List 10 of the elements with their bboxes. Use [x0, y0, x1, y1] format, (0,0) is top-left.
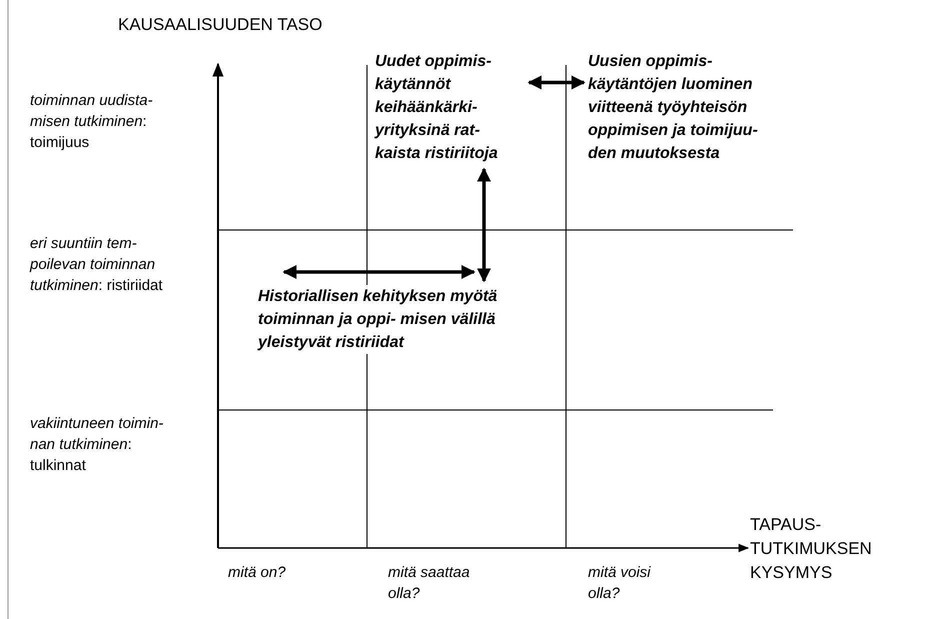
double-arrow: [528, 76, 586, 90]
column-label: mitä voisi olla?: [588, 563, 652, 604]
axis-title: KAUSAALISUUDEN TASO: [118, 14, 324, 35]
row-label: eri suuntiin tem- poilevan toiminnan tutkiminen: ristiriidat: [30, 234, 164, 296]
column-label: mitä on?: [228, 563, 287, 583]
row-label: toiminnan uudista- misen tutkiminen: toimijuus: [30, 91, 154, 153]
column-label: mitä saattaa olla?: [388, 563, 471, 604]
axis-title: TAPAUS- TUTKIMUKSEN KYSYMYS: [750, 514, 873, 584]
row-label: vakiintuneen toimin- nan tutkiminen: tulkinnat: [30, 414, 164, 476]
double-arrow: [477, 168, 491, 282]
